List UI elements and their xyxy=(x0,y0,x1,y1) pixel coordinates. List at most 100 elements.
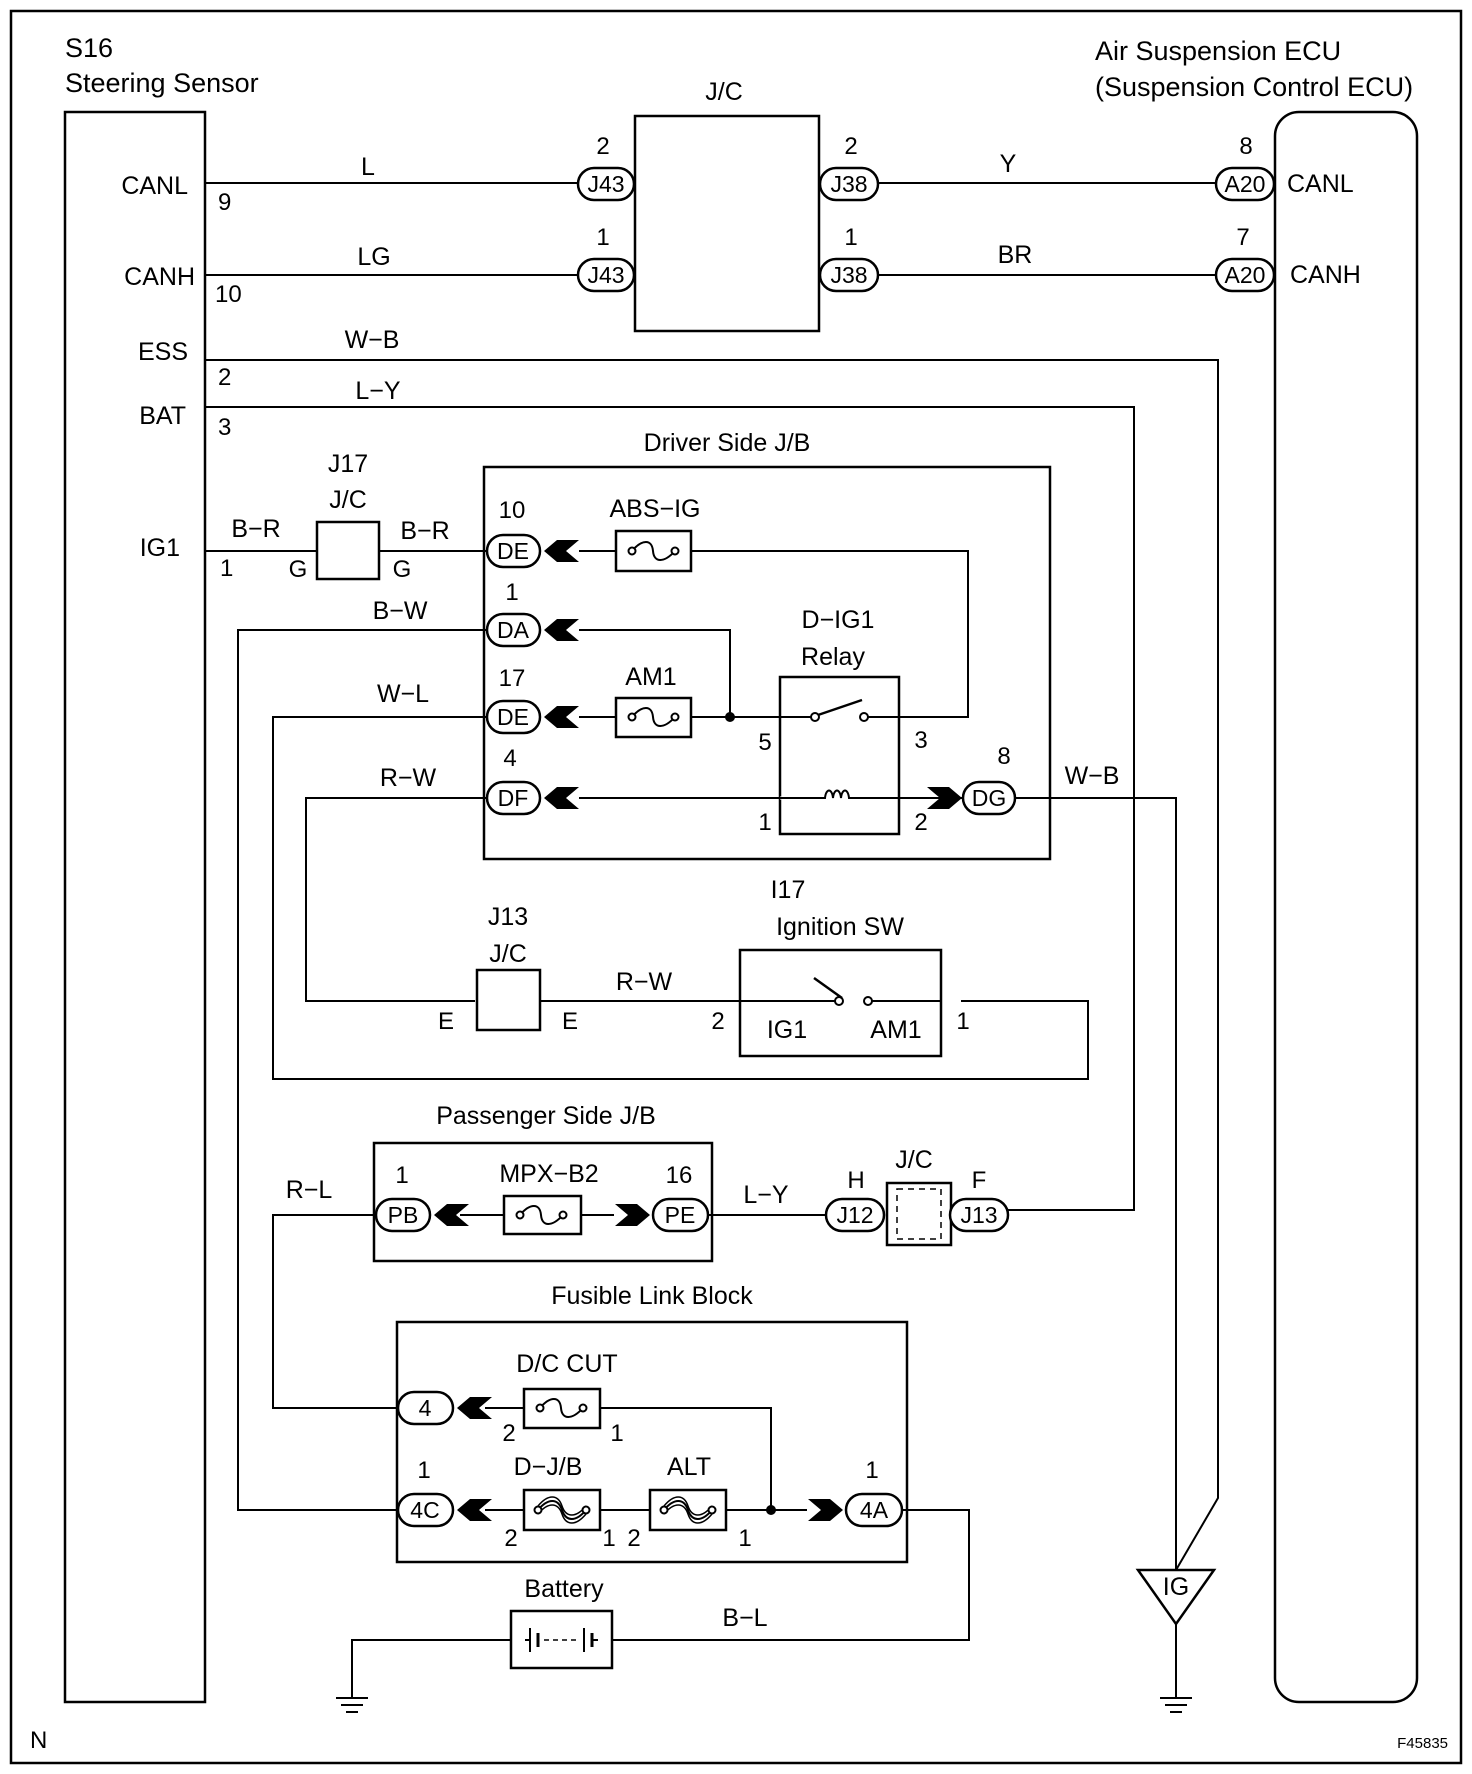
svg-text:1: 1 xyxy=(417,1457,430,1484)
wire-label-pb: R−L xyxy=(286,1176,333,1204)
j17-junction: J17 J/C G G xyxy=(289,450,412,583)
svg-text:DG: DG xyxy=(972,785,1007,811)
wire-label-dg: W−B xyxy=(1065,762,1120,790)
svg-text:Relay: Relay xyxy=(801,643,865,671)
ecu-name-line1: Air Suspension ECU xyxy=(1095,36,1341,66)
svg-text:F: F xyxy=(972,1167,987,1194)
pin-ig1: 1 xyxy=(220,555,233,582)
driver-side-jb: Driver Side J/B xyxy=(482,429,1052,861)
jc-top-box xyxy=(633,114,821,333)
svg-text:1: 1 xyxy=(602,1525,615,1552)
jc-top-label: J/C xyxy=(705,78,743,106)
wire-label-lg: LG xyxy=(357,243,390,271)
fuse-dc-cut: D/C CUT 2 1 xyxy=(502,1350,623,1447)
passenger-side-jb: Passenger Side J/B xyxy=(372,1102,714,1263)
wire-label-ig1-left: B−R xyxy=(231,515,280,543)
wire-battery-ground xyxy=(351,1639,511,1698)
ground-right-icon xyxy=(1160,1697,1192,1713)
wire-pb-out xyxy=(272,1214,398,1409)
wire-label-de17: W−L xyxy=(377,680,429,708)
wire-da-out xyxy=(237,629,487,1511)
svg-text:1: 1 xyxy=(844,224,857,251)
svg-text:1: 1 xyxy=(738,1525,751,1552)
connector-4: 4 xyxy=(396,1390,492,1426)
svg-text:J43: J43 xyxy=(587,171,624,197)
j13-junction: J13 J/C E E xyxy=(438,903,578,1035)
svg-text:E: E xyxy=(562,1008,578,1035)
svg-text:A20: A20 xyxy=(1225,171,1266,197)
ground-left-icon xyxy=(336,1697,368,1713)
svg-text:4: 4 xyxy=(419,1395,432,1421)
wire-bat xyxy=(205,406,1135,1211)
svg-text:4C: 4C xyxy=(410,1497,439,1523)
ecu-terminal-canl: CANL xyxy=(1287,170,1354,198)
svg-text:1: 1 xyxy=(865,1457,878,1484)
battery: Battery xyxy=(509,1575,614,1670)
connector-j43-2: J43 2 xyxy=(576,133,636,202)
ignition-switch: I17 Ignition SW IG1 AM1 2 1 xyxy=(711,876,970,1058)
d-ig1-relay: D−IG1 Relay 5 3 1 2 xyxy=(758,606,927,836)
terminal-ess: ESS xyxy=(138,338,188,366)
wire-label-j13: R−W xyxy=(616,968,673,996)
wire-dc-cut-to-alt xyxy=(600,1407,772,1510)
connector-a20-8: A20 8 xyxy=(1214,133,1276,202)
pin-ess: 2 xyxy=(218,364,231,391)
svg-text:AM1: AM1 xyxy=(625,663,676,691)
fuse-d-jb: D−J/B 2 1 xyxy=(504,1453,615,1552)
wire-label-pe: L−Y xyxy=(743,1181,789,1209)
svg-text:AM1: AM1 xyxy=(870,1016,921,1044)
pin-bat: 3 xyxy=(218,414,231,441)
wire-label-df: R−W xyxy=(380,764,437,792)
svg-text:1: 1 xyxy=(758,809,771,836)
ig-symbol-icon: IG xyxy=(1135,1568,1217,1698)
fuse-mpx-b2: MPX−B2 xyxy=(499,1160,599,1236)
svg-text:J/C: J/C xyxy=(489,940,527,968)
connector-j38-2: J38 2 xyxy=(818,133,880,202)
svg-text:MPX−B2: MPX−B2 xyxy=(499,1160,598,1188)
connector-pb-1: PB 1 xyxy=(374,1162,469,1233)
svg-text:2: 2 xyxy=(627,1525,640,1552)
svg-text:D−J/B: D−J/B xyxy=(514,1453,583,1481)
wire-label-bat: L−Y xyxy=(355,377,401,405)
fusible-link-block: Fusible Link Block xyxy=(395,1282,909,1564)
wire-de17-out xyxy=(272,716,1089,1080)
svg-text:10: 10 xyxy=(499,497,526,524)
svg-text:H: H xyxy=(847,1167,864,1194)
wire-abs-ig-to-relay xyxy=(579,550,969,718)
svg-text:2: 2 xyxy=(844,133,857,160)
junction-dot-alt xyxy=(766,1505,776,1515)
svg-text:J38: J38 xyxy=(830,262,867,288)
svg-text:E: E xyxy=(438,1008,454,1035)
svg-text:2: 2 xyxy=(502,1420,515,1447)
svg-text:1: 1 xyxy=(610,1420,623,1447)
svg-text:17: 17 xyxy=(499,665,526,692)
connector-a20-7: A20 7 xyxy=(1214,224,1276,293)
terminal-canl: CANL xyxy=(121,172,188,200)
connector-4c-1: 4C 1 xyxy=(396,1457,492,1528)
svg-text:IG: IG xyxy=(1163,1573,1189,1601)
wire-label-l: L xyxy=(361,153,375,181)
terminal-canh: CANH xyxy=(124,263,195,291)
svg-text:J17: J17 xyxy=(328,450,368,478)
footer-mark: N xyxy=(30,1727,47,1754)
driver-jb-title: Driver Side J/B xyxy=(644,429,811,457)
ecu-terminal-canh: CANH xyxy=(1290,261,1361,289)
svg-text:Ignition SW: Ignition SW xyxy=(776,913,904,941)
pin-canl: 9 xyxy=(218,189,231,216)
svg-text:DE: DE xyxy=(497,704,529,730)
svg-text:G: G xyxy=(393,556,412,583)
connector-pe-16: PE 16 xyxy=(615,1162,710,1233)
figure-id: F45835 xyxy=(1397,1735,1448,1752)
svg-text:DF: DF xyxy=(498,785,529,811)
svg-text:D/C CUT: D/C CUT xyxy=(516,1350,617,1378)
connector-de-17: DE 17 xyxy=(485,665,579,735)
steering-sensor: S16 Steering Sensor CANL 9 CANH 10 ESS 2… xyxy=(63,33,259,1704)
svg-text:DA: DA xyxy=(497,617,530,643)
svg-text:J/C: J/C xyxy=(895,1146,933,1174)
jc-mid: J/C J12 H J13 F xyxy=(824,1146,1010,1247)
svg-text:16: 16 xyxy=(666,1162,693,1189)
svg-text:1: 1 xyxy=(596,224,609,251)
wire-label-da: B−W xyxy=(373,597,428,625)
fuse-am1: AM1 xyxy=(614,663,693,739)
